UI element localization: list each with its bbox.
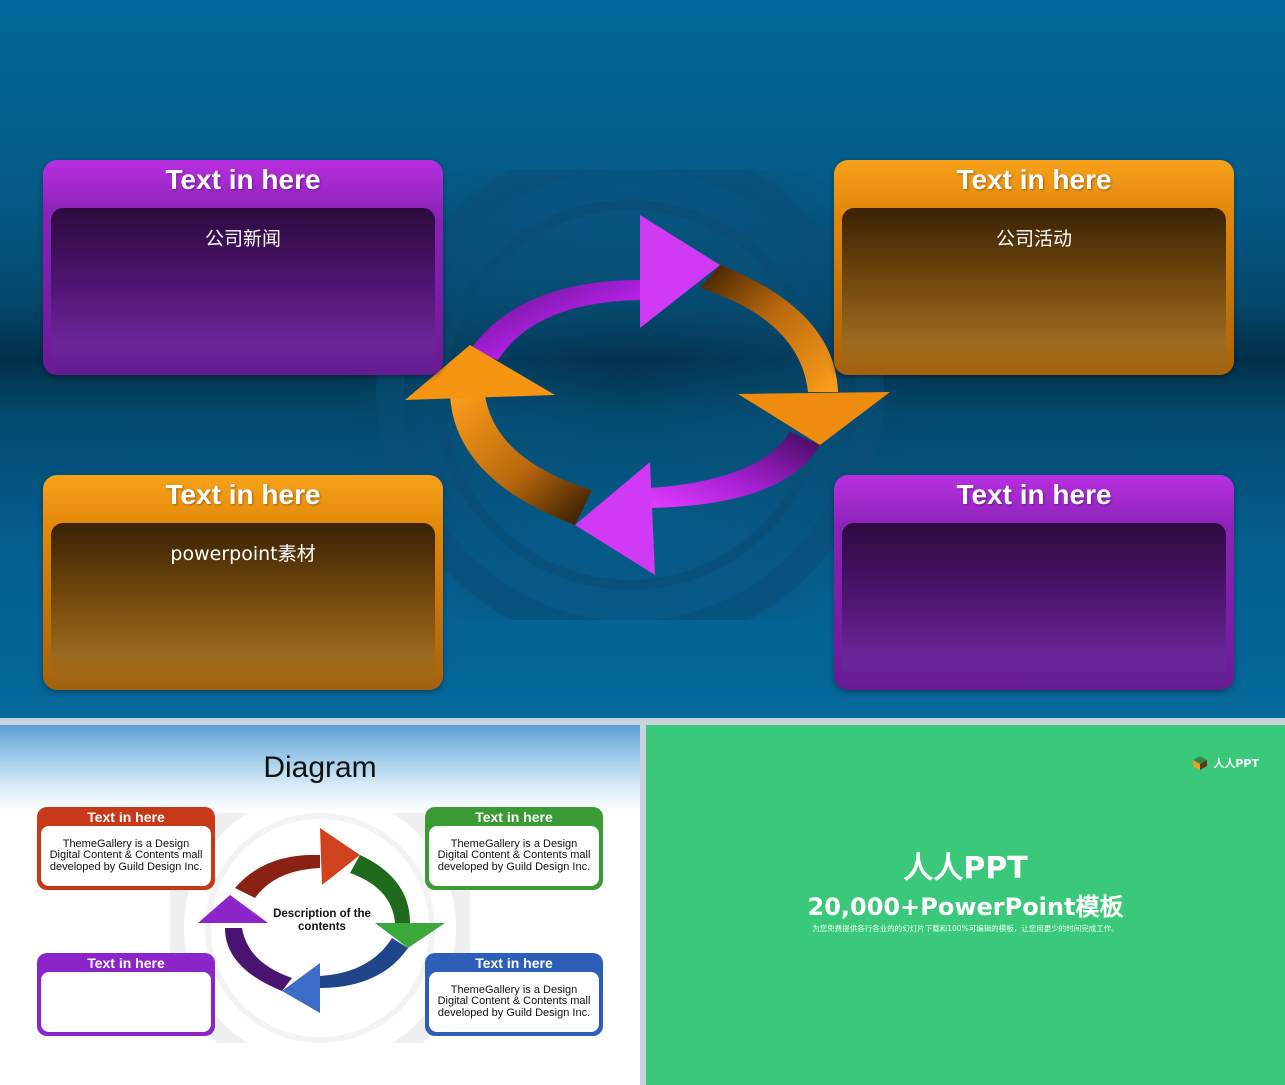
card-header: Text in here (956, 164, 1112, 195)
center-description: Description of the contents (273, 908, 371, 933)
arrowhead-violet-left (198, 895, 268, 923)
slide-brand-thumbnail[interactable]: 人人PPT 人人PPT 20,000+PowerPoint模板 为您免费提供各行… (646, 725, 1285, 1085)
arrow-green-right (350, 855, 410, 923)
card-body: 公司新闻 (204, 228, 281, 250)
card-bottom-right: Text in here (834, 475, 1234, 690)
cycle-arrows-diagram (340, 170, 920, 620)
slide-tagline: 为您免费提供各行各业的的幻灯片下载和100%可编辑的模板，让您用更少的时间完成工… (812, 924, 1119, 933)
box-bottom-right: Text in here ThemeGallery is a Design Di… (425, 953, 603, 1036)
box-header: Text in here (87, 955, 165, 971)
arrow-purple-top (470, 280, 640, 360)
box-body: ThemeGallery is a Design Digital Content… (429, 972, 599, 1032)
brand-logo: 人人PPT (1191, 755, 1259, 771)
box-body (41, 972, 211, 1032)
arrow-blue-bottom (320, 938, 408, 988)
arrowhead-green-right (375, 923, 445, 948)
card-header: Text in here (956, 479, 1112, 510)
arrowhead-orange-right (738, 392, 890, 445)
card-body: 公司活动 (995, 228, 1072, 250)
arrow-purple-bottom (650, 432, 820, 508)
card-bottom-left: Text in here powerpoint素材 (43, 475, 443, 690)
arrow-red-top (235, 854, 320, 898)
arrow-orange-right (700, 265, 838, 392)
slide-diagram-thumbnail[interactable]: Diagram Description of the contents Text… (0, 725, 640, 1085)
card-header: Text in here (165, 479, 321, 510)
brand-name: 人人PPT (1213, 757, 1259, 770)
card-inner (842, 523, 1226, 690)
card-inner: 公司活动 (842, 208, 1226, 375)
card-top-left: Text in here 公司新闻 (43, 160, 443, 375)
logo-icon (1193, 756, 1208, 770)
arrowhead-blue-bottom (282, 963, 320, 1013)
slide-cycle-large: Text in here 公司新闻 Text in here 公司活动 Text… (0, 0, 1285, 718)
box-bottom-left: Text in here (37, 953, 215, 1036)
slide-subtitle: 20,000+PowerPoint模板 (807, 893, 1124, 921)
box-body: ThemeGallery is a Design Digital Content… (41, 826, 211, 886)
cycle-arrows-diagram-small (170, 813, 470, 1043)
card-header: Text in here (165, 164, 321, 195)
arrowhead-purple-top (640, 215, 720, 328)
arrowhead-purple-bottom (575, 462, 655, 575)
arrow-orange-left (450, 395, 592, 525)
card-inner: 公司新闻 (51, 208, 435, 375)
box-header: Text in here (87, 809, 165, 825)
card-top-right: Text in here 公司活动 (834, 160, 1234, 375)
card-inner: powerpoint素材 (51, 523, 435, 690)
box-top-left: Text in here ThemeGallery is a Design Di… (37, 807, 215, 890)
slide-title: Diagram (263, 751, 377, 784)
arrowhead-orange-left (405, 345, 555, 400)
arrow-violet-left (225, 928, 292, 991)
box-top-right: Text in here ThemeGallery is a Design Di… (425, 807, 603, 890)
box-header: Text in here (475, 809, 553, 825)
box-header: Text in here (475, 955, 553, 971)
slide-title: 人人PPT (903, 851, 1028, 886)
box-body: ThemeGallery is a Design Digital Content… (429, 826, 599, 886)
arrowhead-red-top (320, 828, 360, 885)
card-body: powerpoint素材 (170, 543, 316, 565)
